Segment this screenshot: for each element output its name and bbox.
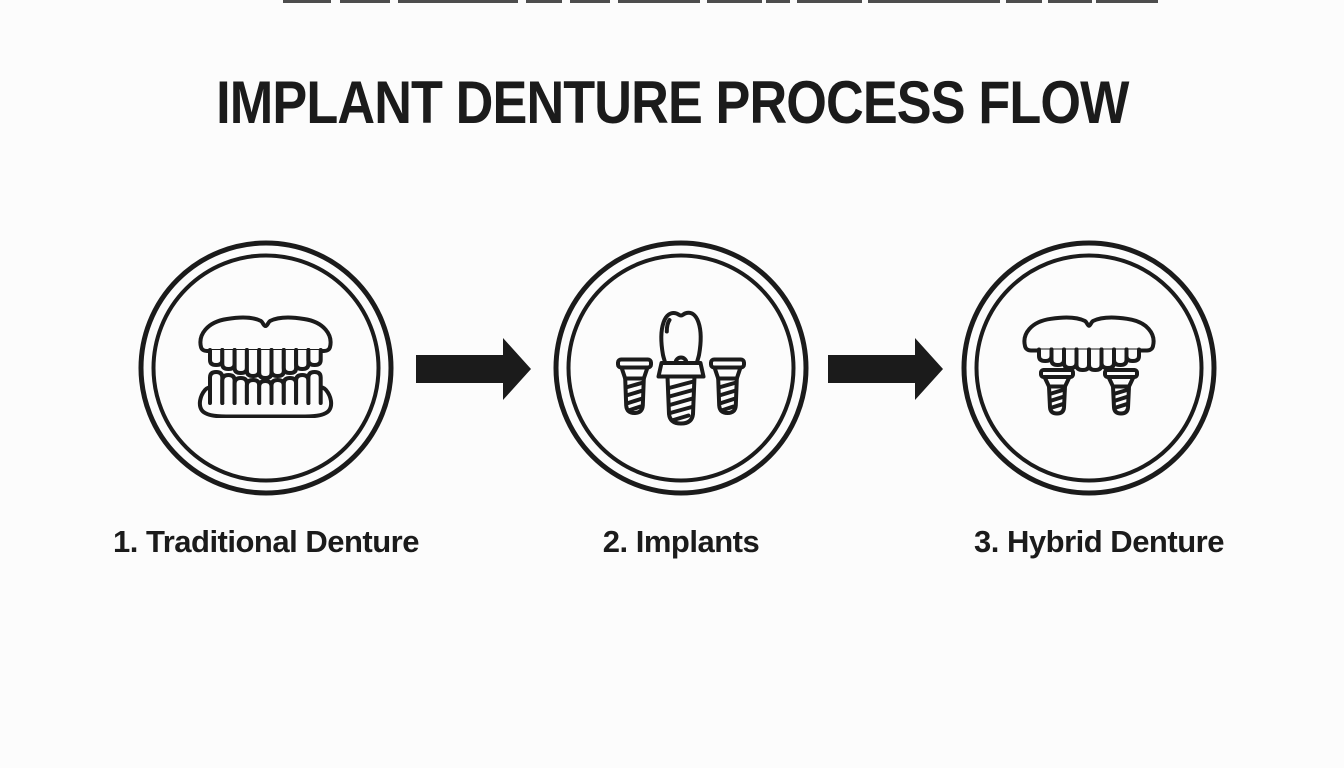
top-edge-artifact-segment [1006,0,1042,3]
step-label-hybrid-denture: 3. Hybrid Denture [974,524,1224,559]
top-edge-artifact-segment [766,0,790,3]
step-label-implants: 2. Implants [602,524,760,559]
top-edge-artifact-segment [797,0,862,3]
top-edge-artifact-segment [340,0,390,3]
traditional-denture-icon [197,315,334,418]
top-edge-artifact-segment [283,0,331,3]
circle-ring [961,240,1217,496]
right-arrow-icon [828,338,943,400]
circle-ring [138,240,394,496]
step-label-traditional-denture: 1. Traditional Denture [113,524,419,559]
top-edge-artifact-segment [526,0,562,3]
top-edge-artifact-segment [868,0,1000,3]
circle-ring [553,240,809,496]
top-edge-artifact-segment [570,0,610,3]
hybrid-denture-icon [1022,315,1156,416]
page-title: IMPLANT DENTURE PROCESS FLOW [215,69,1129,136]
top-edge-artifact-segment [618,0,700,3]
top-edge-artifact-segment [1048,0,1092,3]
implants-icon [616,310,746,426]
step-circle-traditional-denture [138,240,394,496]
top-edge-artifact-segment [1096,0,1158,3]
step-circle-hybrid-denture [961,240,1217,496]
top-edge-artifact-segment [398,0,518,3]
right-arrow-icon [416,338,531,400]
top-edge-artifact-segment [707,0,762,3]
step-circle-implants [553,240,809,496]
